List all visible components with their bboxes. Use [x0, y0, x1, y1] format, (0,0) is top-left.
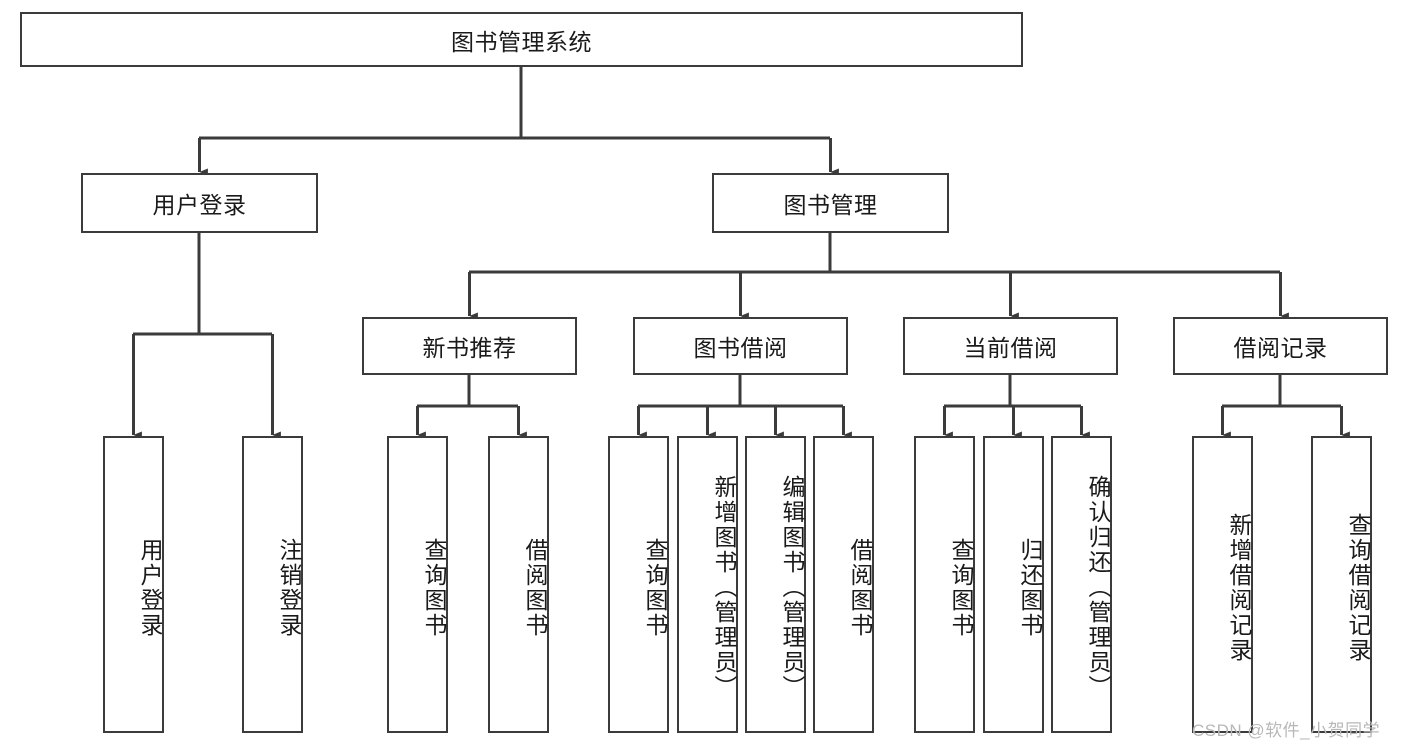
leaf-add-book-admin-label: 新增图书（管理员）	[711, 475, 737, 700]
leaf-edit-book-admin[interactable]: 编辑图书（管理员）	[745, 436, 806, 733]
node-borrow-record[interactable]: 借阅记录	[1173, 317, 1388, 375]
leaf-query-book-borrow[interactable]: 查询图书	[608, 436, 669, 733]
node-root-label: 图书管理系统	[451, 28, 592, 55]
node-book-management[interactable]: 图书管理	[712, 173, 949, 233]
leaf-query-book-new[interactable]: 查询图书	[387, 436, 448, 733]
node-new-book-recommend[interactable]: 新书推荐	[362, 317, 577, 375]
leaf-borrow-book-new-label: 借阅图书	[522, 537, 548, 638]
leaf-return-book[interactable]: 归还图书	[983, 436, 1044, 733]
csdn-watermark: CSDN @软件_小贺同学	[1192, 721, 1381, 740]
node-book-borrow[interactable]: 图书借阅	[633, 317, 848, 375]
node-root[interactable]: 图书管理系统	[20, 12, 1023, 67]
leaf-query-borrow-record-label: 查询借阅记录	[1345, 512, 1371, 663]
leaf-query-book-current[interactable]: 查询图书	[914, 436, 975, 733]
node-current-borrow[interactable]: 当前借阅	[903, 317, 1118, 375]
leaf-add-book-admin[interactable]: 新增图书（管理员）	[677, 436, 738, 733]
node-borrow-record-label: 借阅记录	[1233, 335, 1328, 361]
leaf-query-borrow-record[interactable]: 查询借阅记录	[1311, 436, 1372, 733]
leaf-edit-book-admin-label: 编辑图书（管理员）	[779, 475, 805, 700]
leaf-query-book-current-label: 查询图书	[948, 537, 974, 638]
node-user-login-label: 用户登录	[152, 192, 247, 218]
node-book-borrow-label: 图书借阅	[693, 335, 788, 361]
leaf-logout-label: 注销登录	[276, 537, 302, 638]
node-book-management-label: 图书管理	[783, 192, 878, 218]
leaf-add-borrow-record-label: 新增借阅记录	[1226, 512, 1252, 663]
leaf-query-book-new-label: 查询图书	[421, 537, 447, 638]
leaf-borrow-book[interactable]: 借阅图书	[813, 436, 874, 733]
leaf-user-login-label: 用户登录	[137, 537, 163, 638]
leaf-confirm-return-admin-label: 确认归还（管理员）	[1085, 475, 1111, 700]
leaf-return-book-label: 归还图书	[1017, 537, 1043, 638]
leaf-query-book-borrow-label: 查询图书	[642, 537, 668, 638]
leaf-borrow-book-label: 借阅图书	[847, 537, 873, 638]
node-new-book-recommend-label: 新书推荐	[422, 335, 517, 361]
leaf-logout[interactable]: 注销登录	[242, 436, 303, 733]
leaf-confirm-return-admin[interactable]: 确认归还（管理员）	[1051, 436, 1112, 733]
leaf-user-login[interactable]: 用户登录	[103, 436, 164, 733]
leaf-add-borrow-record[interactable]: 新增借阅记录	[1192, 436, 1253, 733]
leaf-borrow-book-new[interactable]: 借阅图书	[488, 436, 549, 733]
node-current-borrow-label: 当前借阅	[963, 335, 1058, 361]
node-user-login[interactable]: 用户登录	[81, 173, 318, 233]
